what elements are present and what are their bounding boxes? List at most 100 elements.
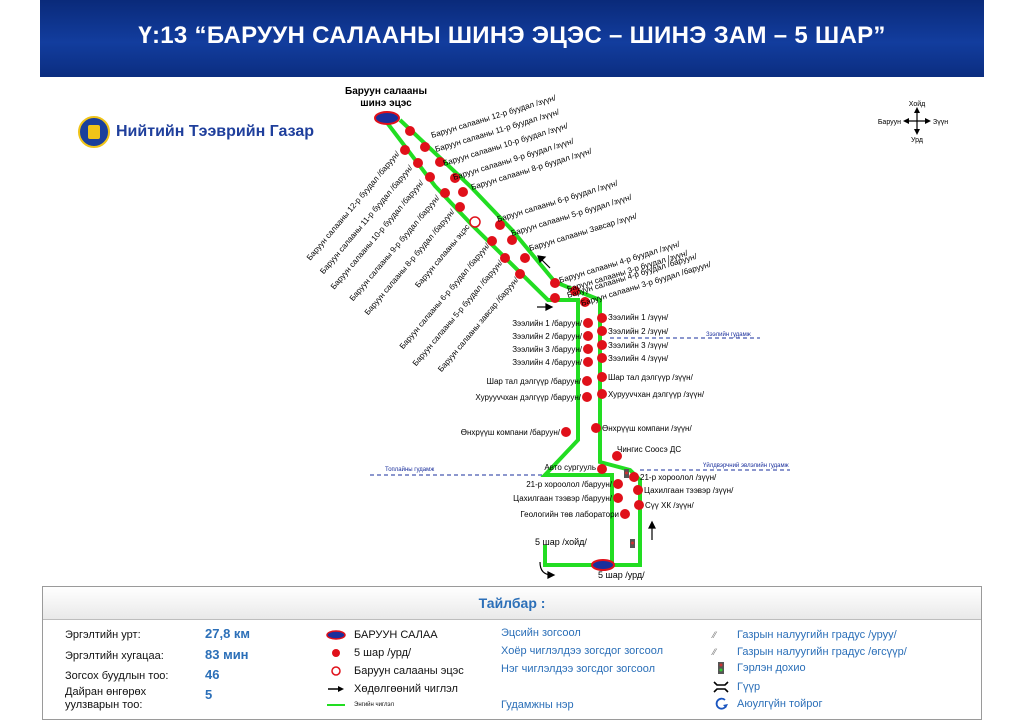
stop-marker[interactable] bbox=[550, 278, 560, 288]
stop-marker[interactable] bbox=[435, 157, 445, 167]
stop-marker[interactable] bbox=[583, 357, 593, 367]
stop-marker[interactable] bbox=[570, 286, 580, 296]
stop-marker[interactable] bbox=[597, 353, 607, 363]
compass-east: Зүүн bbox=[933, 119, 948, 126]
stop-marker[interactable] bbox=[550, 293, 560, 303]
compass-south: Урд bbox=[911, 137, 923, 144]
stop-marker[interactable] bbox=[487, 236, 497, 246]
stop-marker[interactable] bbox=[597, 313, 607, 323]
stop-marker[interactable] bbox=[405, 126, 415, 136]
stop-marker[interactable] bbox=[561, 427, 571, 437]
stop-marker[interactable] bbox=[582, 376, 592, 386]
hollow-stop-icon[interactable] bbox=[469, 216, 481, 228]
stop-marker[interactable] bbox=[455, 202, 465, 212]
stop-marker[interactable] bbox=[582, 392, 592, 402]
stop-label: 21-р хороолол /баруун/ bbox=[526, 480, 613, 489]
stop-marker[interactable] bbox=[583, 318, 593, 328]
legend-label: Гүүр bbox=[737, 681, 761, 693]
compass-icon: Хойд Урд Баруун Зүүн bbox=[878, 100, 948, 144]
stop-marker[interactable] bbox=[400, 145, 410, 155]
route-map: Хойд Урд Баруун Зүүн Зээлийн гудамж Топл… bbox=[305, 86, 948, 580]
compass-west: Баруун bbox=[878, 119, 901, 126]
slope-up-icon: ⁄⁄ bbox=[713, 630, 717, 640]
stops-lower-east bbox=[591, 313, 644, 510]
stop-marker[interactable] bbox=[583, 344, 593, 354]
terminal-icon[interactable] bbox=[591, 559, 615, 571]
legend-title: Тайлбар : bbox=[43, 587, 981, 620]
terminal-south-label: 5 шар /урд/ bbox=[598, 570, 645, 580]
stop-marker[interactable] bbox=[613, 479, 623, 489]
stop-marker[interactable] bbox=[597, 464, 607, 474]
stop-label: Баруун салааны 12-р буудал /баруун/ bbox=[305, 149, 402, 262]
stop-marker[interactable] bbox=[597, 389, 607, 399]
hollow-stop-icon bbox=[331, 666, 341, 676]
stop-marker[interactable] bbox=[458, 187, 468, 197]
stop-marker[interactable] bbox=[597, 372, 607, 382]
legend-label: Аюулгүйн тойрог bbox=[737, 698, 823, 710]
legend-label: БАРУУН САЛАА bbox=[354, 629, 438, 641]
stop-marker[interactable] bbox=[500, 253, 510, 263]
stop-marker[interactable] bbox=[634, 500, 644, 510]
stop-label: Зээлийн 4 /баруун/ bbox=[512, 358, 583, 367]
stop-marker[interactable] bbox=[495, 220, 505, 230]
stop-label: Цахилгаан тээвэр /зүүн/ bbox=[644, 486, 734, 495]
legend-traffic-light: Гэрлэн дохио bbox=[713, 662, 806, 674]
stop-dot-icon bbox=[332, 649, 340, 657]
traffic-light-icon bbox=[624, 469, 635, 548]
legend-terminal: БАРУУН САЛАА bbox=[326, 629, 438, 641]
stop-marker[interactable] bbox=[425, 172, 435, 182]
stop-marker[interactable] bbox=[515, 269, 525, 279]
legend-label: Гэрлэн дохио bbox=[737, 662, 806, 674]
stop-marker[interactable] bbox=[597, 340, 607, 350]
stop-label: Хурууvчхан дэлгүүр /баруун/ bbox=[475, 393, 581, 402]
stop-marker[interactable] bbox=[580, 297, 590, 307]
stop-marker[interactable] bbox=[629, 472, 639, 482]
stat-value: 27,8 км bbox=[205, 626, 251, 641]
stop-marker[interactable] bbox=[620, 509, 630, 519]
legend-label: Газрын налуугийн градус /уруу/ bbox=[737, 629, 897, 641]
legend-route-line: Энгийн чиглэл bbox=[326, 700, 394, 710]
stat-label: Зогсох буудлын тоо: bbox=[65, 670, 169, 682]
stop-marker[interactable] bbox=[507, 235, 517, 245]
stops-lower-west bbox=[561, 318, 630, 519]
legend-hollow-stop: Баруун салааны эцэс bbox=[326, 665, 464, 677]
direction-arrow-icon bbox=[328, 686, 344, 692]
stop-marker[interactable] bbox=[520, 253, 530, 263]
stops-upper-east bbox=[405, 126, 590, 307]
stop-marker[interactable] bbox=[613, 493, 623, 503]
stop-marker[interactable] bbox=[591, 423, 601, 433]
logo-text: Нийтийн Тээврийн Газар bbox=[116, 123, 315, 140]
stop-label: Хурууvчхан дэлгүүр /зүүн/ bbox=[608, 390, 705, 399]
stop-marker[interactable] bbox=[450, 173, 460, 183]
legend-bridge: Гүүр bbox=[713, 680, 760, 694]
legend-slope-down: ⁄⁄ Газрын налуугийн градус /өгсүүр/ bbox=[713, 646, 907, 658]
street-toplain: Топлайны гудамж bbox=[385, 466, 434, 473]
stop-marker[interactable] bbox=[597, 326, 607, 336]
stop-marker[interactable] bbox=[420, 142, 430, 152]
stops-upper-west bbox=[400, 145, 525, 279]
stop-label: Баруун салааны 11-р буудал /баруун/ bbox=[318, 163, 415, 276]
stop-label: Зээлийн 3 /баруун/ bbox=[512, 345, 583, 354]
traffic-light-icon bbox=[718, 662, 724, 674]
stop-label: Зээлийн 1 /зүүн/ bbox=[608, 313, 669, 322]
stop-marker[interactable] bbox=[633, 485, 643, 495]
stop-label: Шар тал дэлгүүр /зүүн/ bbox=[608, 373, 694, 382]
route-line-west bbox=[383, 118, 614, 565]
emblem-icon bbox=[78, 116, 110, 148]
legend-label: 5 шар /урд/ bbox=[354, 647, 412, 659]
stop-marker[interactable] bbox=[413, 158, 423, 168]
stop-label: Зээлийн 2 /баруун/ bbox=[512, 332, 583, 341]
stop-marker[interactable] bbox=[440, 188, 450, 198]
slope-down-icon: ⁄⁄ bbox=[713, 647, 717, 657]
legend-slope-up: ⁄⁄ Газрын налуугийн градус /уруу/ bbox=[713, 629, 897, 641]
stop-label: Зээлийн 1 /баруун/ bbox=[512, 319, 583, 328]
route-line-east bbox=[398, 118, 642, 567]
terminal-icon[interactable] bbox=[374, 111, 400, 125]
stop-label: Зээлийн 4 /зүүн/ bbox=[608, 354, 669, 363]
stop-label: Баруун салааны Завсар /зүүн/ bbox=[528, 211, 639, 253]
legend-label: Хөдөлгөөний чиглэл bbox=[354, 683, 458, 695]
stop-marker[interactable] bbox=[612, 451, 622, 461]
stat-value: 5 bbox=[205, 687, 213, 702]
stop-marker[interactable] bbox=[583, 331, 593, 341]
